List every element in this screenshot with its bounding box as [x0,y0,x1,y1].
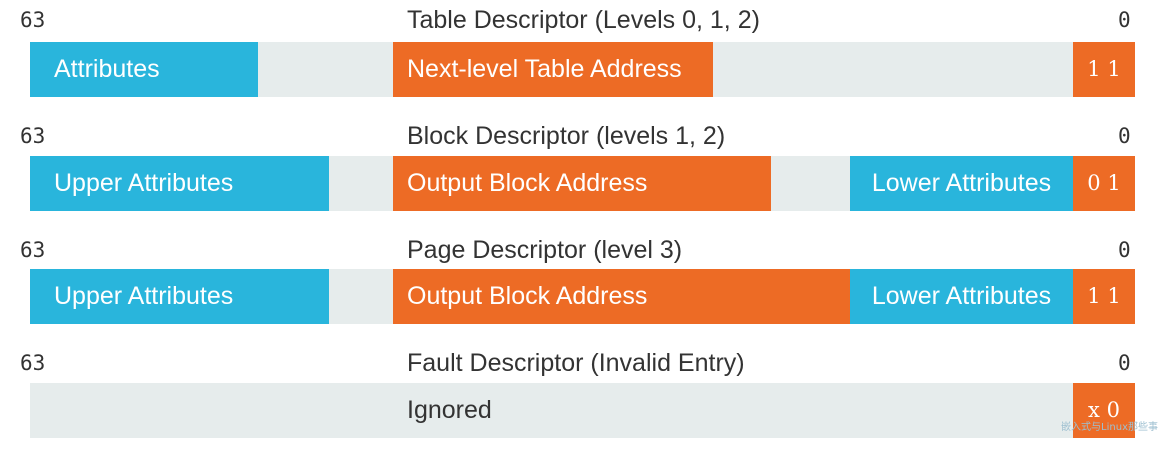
fault-descriptor-row: Ignored x 0 [30,383,1135,438]
descriptor-title-fault: Fault Descriptor (Invalid Entry) [407,349,745,377]
table-descriptor-row: Attributes Next-level Table Address 1 1 [30,42,1135,97]
page-descriptor-row: Upper Attributes Output Block Address Lo… [30,269,1135,324]
output-block-address-field: Output Block Address [393,156,771,211]
high-bit-label: 63 [20,124,46,148]
next-level-table-address-field: Next-level Table Address [393,42,713,97]
lower-attributes-field: Lower Attributes [850,156,1073,211]
high-bit-label: 63 [20,238,46,262]
type-bits-field: x 0 [1073,383,1135,438]
low-bit-label: 0 [1118,8,1131,32]
attributes-field: Attributes [30,42,258,97]
type-bits-field: 1 1 [1073,269,1135,324]
high-bit-label: 63 [20,351,46,375]
high-bit-label: 63 [20,8,46,32]
type-bits-field: 0 1 [1073,156,1135,211]
watermark: 嵌入式与Linux那些事 [1061,422,1158,433]
low-bit-label: 0 [1118,351,1131,375]
descriptor-title-block: Block Descriptor (levels 1, 2) [407,122,726,150]
ignored-field: Ignored [407,396,492,424]
descriptor-title-page: Page Descriptor (level 3) [407,236,683,264]
type-bits-field: 1 1 [1073,42,1135,97]
low-bit-label: 0 [1118,238,1131,262]
block-descriptor-row: Upper Attributes Output Block Address Lo… [30,156,1135,211]
output-block-address-field: Output Block Address [393,269,850,324]
low-bit-label: 0 [1118,124,1131,148]
upper-attributes-field: Upper Attributes [30,156,329,211]
lower-attributes-field: Lower Attributes [850,269,1073,324]
descriptor-title-table: Table Descriptor (Levels 0, 1, 2) [407,6,760,34]
upper-attributes-field: Upper Attributes [30,269,329,324]
